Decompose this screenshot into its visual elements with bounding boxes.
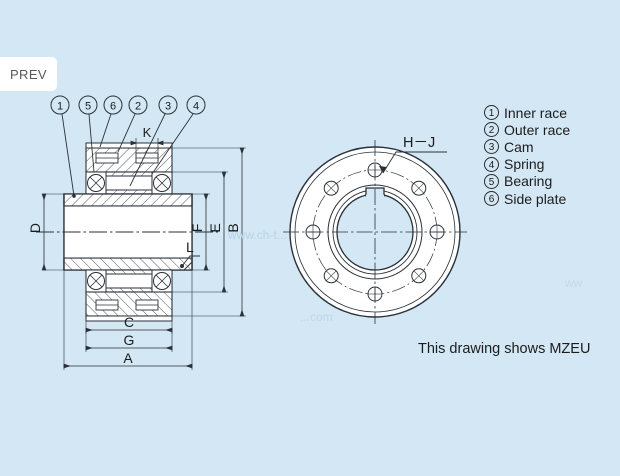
dimension-B: B	[172, 147, 246, 317]
dimension-label-A: A	[123, 350, 133, 366]
callout-text-6: 6	[110, 101, 116, 113]
legend-label: Side plate	[504, 190, 567, 207]
dimension-label-B: B	[225, 223, 241, 232]
callout-bubble-3	[158, 95, 178, 115]
legend-item-outer-race: 2 Outer race	[484, 121, 614, 138]
legend-label: Inner race	[504, 104, 568, 121]
dimension-K: K	[130, 125, 164, 158]
label-HJ: H－J	[379, 135, 447, 174]
dimension-label-L: L	[186, 239, 194, 255]
legend-item-bearing: 5 Bearing	[484, 173, 614, 190]
callout-bubble-6	[103, 95, 123, 115]
dimension-A: A	[63, 270, 193, 370]
prev-button[interactable]: PREV	[0, 57, 57, 91]
callout-leader-1	[61, 113, 76, 198]
hj-leader-line	[382, 151, 447, 174]
dimension-label-C: C	[124, 314, 134, 330]
legend-item-spring: 4 Spring	[484, 156, 614, 173]
prev-button-label: PREV	[9, 66, 47, 82]
dimension-label-F: F	[189, 224, 205, 233]
bearing-upper-left	[85, 171, 107, 195]
cam-cavity-lower	[103, 273, 155, 289]
callout-bubble-1	[50, 95, 70, 115]
callout-text-2: 2	[135, 101, 141, 113]
dimension-E: E	[172, 171, 228, 293]
label-HJ-text: H－J	[403, 135, 435, 151]
parts-legend: 1 Inner race 2 Outer race 3 Cam 4 Spring…	[484, 104, 614, 207]
callout-text-5: 5	[85, 101, 91, 113]
legend-item-inner-race: 1 Inner race	[484, 104, 614, 121]
legend-number-icon: 6	[484, 191, 499, 207]
drawing-caption: This drawing shows MZEU	[418, 341, 591, 357]
hj-arrowhead	[379, 166, 387, 173]
bearing-upper-right	[151, 171, 173, 195]
callout-bubble-4	[186, 95, 206, 115]
dimension-label-E: E	[207, 223, 223, 232]
legend-label: Cam	[504, 138, 534, 155]
legend-label: Outer race	[504, 121, 571, 138]
dimension-label-D: D	[27, 223, 43, 233]
legend-number-icon: 4	[484, 156, 499, 172]
legend-number-icon: 5	[484, 173, 499, 189]
bearing-lower-right	[151, 269, 173, 293]
dimension-G: G	[85, 330, 173, 352]
dimension-label-G: G	[124, 332, 135, 348]
callout-leader-2	[117, 113, 136, 153]
callout-text-3: 3	[165, 101, 171, 113]
dimension-label-K: K	[143, 125, 152, 140]
callout-leader-5	[88, 113, 95, 173]
callout-bubble-5	[78, 95, 98, 115]
bolt-hole	[411, 268, 427, 284]
callout-group: 1 5 6 2 3 4	[50, 95, 206, 198]
callout-leader-4	[151, 113, 194, 175]
callout-leader-6	[99, 113, 112, 148]
legend-number-icon: 1	[484, 105, 499, 121]
callout-text-1: 1	[57, 101, 63, 113]
inner-race-wall-upper	[63, 193, 193, 207]
side-plate-lower	[85, 315, 173, 322]
legend-item-cam: 3 Cam	[484, 138, 614, 155]
legend-label: Spring	[504, 156, 545, 173]
center-bore	[336, 193, 414, 271]
section-view: 1 5 6 2 3 4	[27, 95, 246, 370]
bearing-lower-left	[85, 269, 107, 293]
front-view: H－J	[283, 135, 467, 324]
dimension-D: D	[27, 193, 64, 271]
callout-bubble-2	[128, 95, 148, 115]
callout-leader-3	[129, 113, 166, 187]
legend-number-icon: 3	[484, 139, 499, 155]
dimension-L: L	[180, 239, 200, 268]
legend-number-icon: 2	[484, 122, 499, 138]
bolt-hole	[323, 268, 339, 284]
side-plate-upper	[85, 142, 173, 149]
callout-text-4: 4	[193, 101, 199, 113]
inner-race-wall-lower	[63, 257, 193, 271]
legend-label: Bearing	[504, 173, 553, 190]
bolt-hole	[323, 180, 339, 196]
cam-cavity-upper	[103, 175, 155, 191]
dimension-F: F	[189, 193, 210, 271]
bolt-hole	[411, 180, 427, 196]
legend-item-side-plate: 6 Side plate	[484, 190, 614, 207]
